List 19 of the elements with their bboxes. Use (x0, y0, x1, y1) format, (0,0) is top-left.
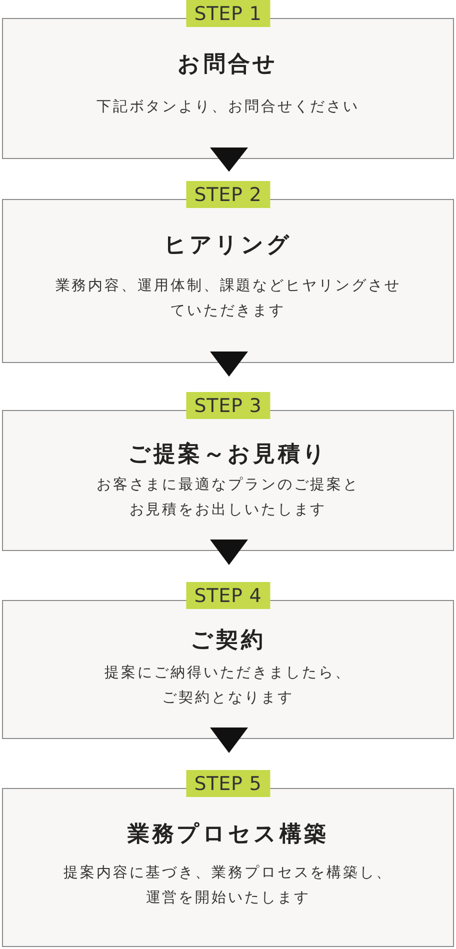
down-arrow (210, 148, 248, 172)
down-arrow (210, 352, 248, 377)
step-label: STEP 5 (186, 770, 270, 797)
step-description: 提案内容に基づき、業務プロセスを構築し、運営を開始いたします (62, 864, 394, 908)
step-title: ご提案～お見積り (128, 440, 328, 469)
step-title: ヒアリング (164, 232, 292, 260)
step-label: STEP 2 (186, 181, 270, 208)
step-label: STEP 4 (186, 582, 270, 609)
step-description: 下記ボタンより、お問合せください (95, 98, 361, 117)
step-description: お客さまに最適なプランのご提案とお見積をお出しいたします (95, 476, 361, 520)
step-label: STEP 1 (186, 0, 270, 27)
step-label: STEP 3 (186, 392, 270, 419)
step-title: 業務プロセス構築 (127, 821, 329, 849)
down-arrow (210, 728, 248, 753)
step-title: ご契約 (190, 627, 266, 655)
down-arrow (210, 540, 248, 565)
step-title: お問合せ (178, 51, 278, 79)
step-description: 提案にご納得いただきましたら、ご契約となります (104, 664, 352, 708)
step-description: 業務内容、運用体制、課題などヒヤリングさせていただきます (54, 276, 402, 322)
